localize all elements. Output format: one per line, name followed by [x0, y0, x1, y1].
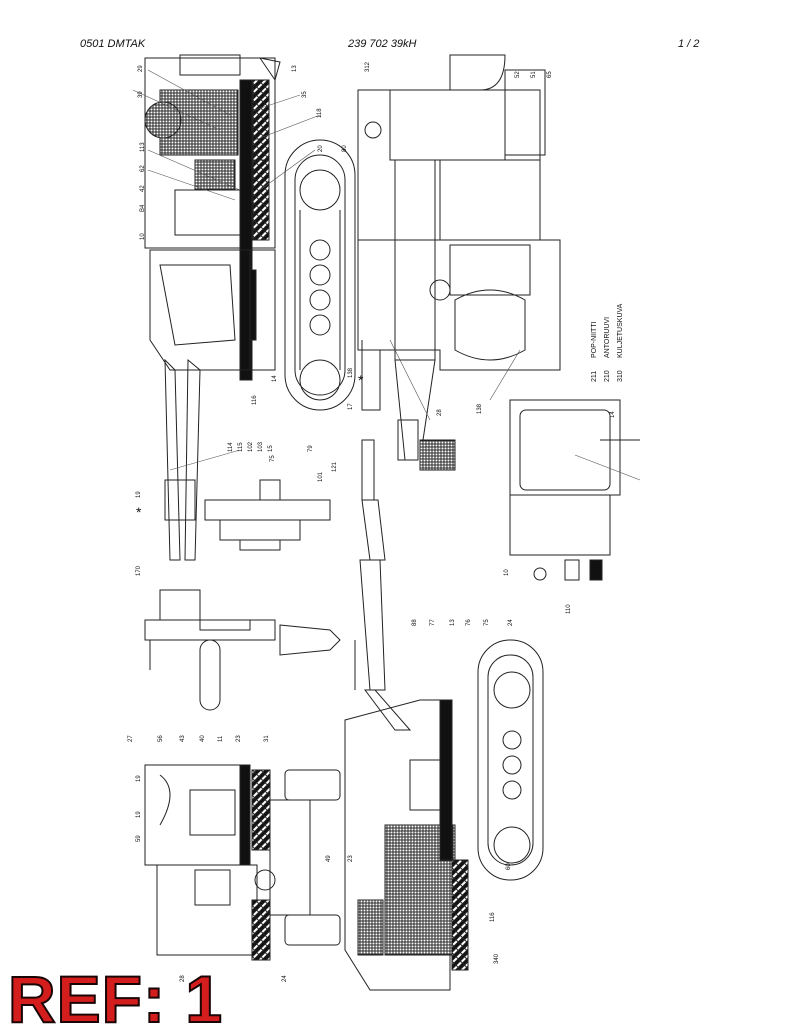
callout: 101 — [318, 471, 324, 482]
drill-detail — [204, 479, 331, 551]
callout: 138 — [348, 367, 354, 378]
callout: 75 — [270, 455, 276, 462]
callout: 14 — [610, 411, 616, 418]
legend-code-210: 210 — [604, 370, 611, 382]
callout: 20 — [318, 145, 324, 152]
callout: 19 — [136, 775, 142, 782]
callout: 102 — [248, 441, 254, 452]
callout: 13 — [292, 65, 298, 72]
callout: 110 — [566, 604, 572, 614]
machine-top-left — [144, 54, 281, 381]
callout: 121 — [332, 461, 338, 472]
callout: 56 — [158, 735, 164, 742]
reference-stamp: REF: 1 — [7, 962, 224, 1036]
page-number: 1 / 2 — [678, 38, 700, 50]
callout: 138 — [477, 403, 483, 414]
callout: 31 — [264, 735, 270, 742]
callout: 77 — [430, 619, 436, 626]
machine-bottom-left — [144, 764, 341, 961]
callout: 88 — [412, 619, 418, 626]
callout: 23 — [236, 735, 242, 742]
legend-code-310: 310 — [617, 370, 624, 382]
callout: 116 — [490, 912, 496, 922]
boom-middle — [354, 439, 386, 691]
legend-code-211: 211 — [591, 370, 598, 382]
callout: 60 — [506, 863, 512, 870]
legend-label-kuljetuskuva: KULJETUSKUVA — [617, 303, 624, 358]
callout: 79 — [308, 445, 314, 452]
callout: 62 — [140, 165, 146, 172]
callout: 40 — [200, 735, 206, 742]
boom-link — [364, 689, 412, 731]
callout: 51 — [531, 71, 537, 78]
callout: 29 — [138, 65, 144, 72]
callout: 15 — [268, 445, 274, 452]
track-top-left — [284, 139, 356, 411]
callout: 75 — [484, 619, 490, 626]
leader-lines — [132, 69, 641, 481]
callout: 49 — [326, 855, 332, 862]
callout: 11 — [218, 735, 224, 742]
asterisk-mark: * — [358, 372, 364, 388]
callout: 115 — [238, 442, 244, 452]
callout: 39 — [138, 91, 144, 98]
callout: 103 — [258, 441, 264, 452]
callout: B4 — [140, 204, 146, 212]
callout: 28 — [437, 409, 443, 416]
callout: 27 — [128, 735, 134, 742]
callout: 10 — [504, 569, 510, 576]
machine-bottom-right — [344, 639, 544, 991]
callout: 24 — [282, 975, 288, 982]
callout: 43 — [180, 735, 186, 742]
callout: 59 — [136, 835, 142, 842]
callout: 114 — [228, 442, 234, 452]
callout: 65 — [547, 71, 553, 78]
callout: 170 — [136, 565, 142, 576]
callout: 76 — [466, 619, 472, 626]
callout: 24 — [508, 619, 514, 626]
callout: 52 — [515, 71, 521, 78]
callout: 19 — [136, 811, 142, 818]
cab-box-right — [509, 399, 640, 581]
callout: 14 — [272, 375, 278, 382]
callout: 23 — [348, 855, 354, 862]
callout: 13 — [450, 619, 456, 626]
callout: 118 — [317, 108, 323, 118]
boom-middle-left — [144, 358, 341, 711]
callout: 19 — [136, 491, 142, 498]
legend-label-antoruuvi: ANTORUUVI — [604, 316, 611, 358]
callout: 113 — [140, 142, 146, 152]
callout: 312 — [365, 61, 371, 72]
callout: 35 — [302, 91, 308, 98]
asterisk-mark: * — [136, 504, 142, 520]
part-number: 239 702 39kH — [348, 38, 417, 50]
callout: 80 — [342, 145, 348, 152]
machine-top-right — [357, 54, 561, 471]
callout: 17 — [348, 403, 354, 410]
callout: 42 — [140, 185, 146, 192]
legend-label-pop-niitti: POP-NIITTI — [591, 321, 598, 358]
callout: 10 — [140, 233, 146, 240]
doc-code: 0501 DMTAK — [80, 38, 146, 50]
callout: 340 — [494, 953, 500, 964]
callout: 116 — [252, 395, 258, 405]
